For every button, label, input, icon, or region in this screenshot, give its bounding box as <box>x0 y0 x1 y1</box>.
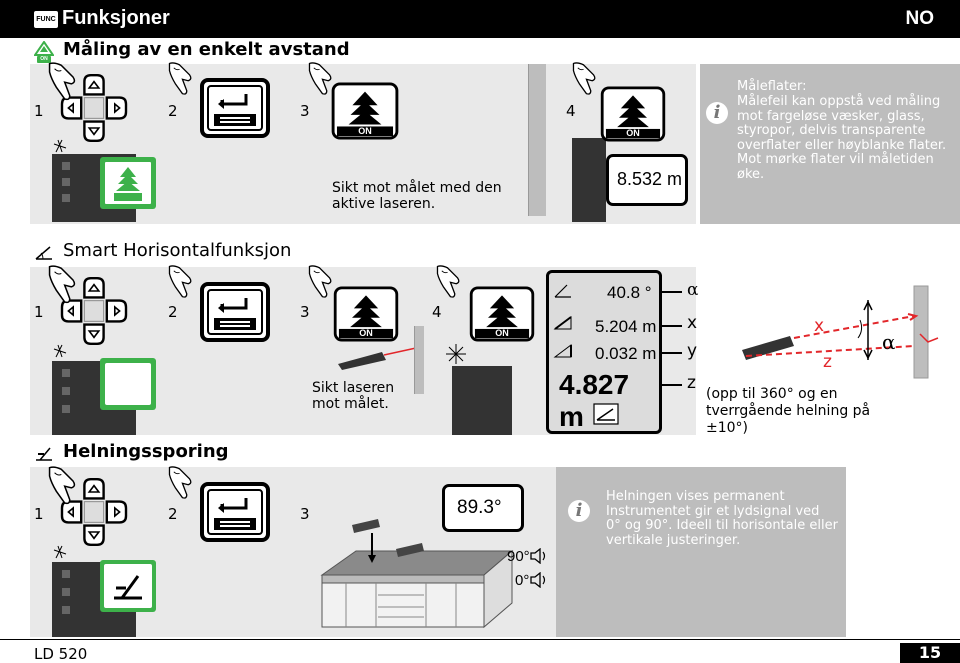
legend-alpha: α <box>687 280 699 300</box>
on-button-icon[interactable]: ON <box>598 86 668 142</box>
speaker-icon <box>530 571 548 589</box>
step-number: 1 <box>34 505 44 523</box>
device-body <box>572 138 606 222</box>
device-body <box>452 366 512 435</box>
footer-divider <box>0 639 960 640</box>
section-title-tilt-tracking: Helningssporing <box>63 441 229 462</box>
hand-icon <box>166 265 196 301</box>
header-bar <box>0 0 960 38</box>
step-number: 4 <box>566 102 576 120</box>
diagram-label-alpha: α <box>882 330 896 354</box>
wall-target <box>528 64 546 216</box>
leader-line <box>660 325 682 327</box>
angle-reading: 40.8 ° <box>607 283 652 302</box>
horizontal-mode-icon <box>593 403 619 425</box>
step3-caption: Sikt laseren mot målet. <box>312 380 395 412</box>
step-number: 3 <box>300 303 310 321</box>
info-body: Helningen vises permanent Instrumentet g… <box>606 489 838 548</box>
tilt-display: 89.3° <box>442 484 524 532</box>
info-panel <box>700 64 960 224</box>
diagram-label-z: z <box>823 352 832 372</box>
beep-0-label: 0° <box>515 572 530 589</box>
step-number: 2 <box>168 505 178 523</box>
wall-target <box>414 326 424 394</box>
page-number: 15 <box>900 643 960 663</box>
beep-90-label: 90° <box>507 548 530 565</box>
on-button-icon[interactable]: ON <box>468 286 536 342</box>
leader-line <box>660 291 682 293</box>
legend-y: y <box>687 341 698 361</box>
legend-x: x <box>687 313 698 333</box>
step-number: 3 <box>300 505 310 523</box>
step-number: 2 <box>168 102 178 120</box>
language-label: NO <box>905 8 935 29</box>
green-on-button[interactable] <box>100 157 156 209</box>
menu-button-icon[interactable] <box>200 482 270 542</box>
leader-line <box>660 384 682 386</box>
step3-caption: Sikt mot målet med den aktive laseren. <box>332 180 502 212</box>
hand-icon <box>166 466 196 502</box>
hypotenuse-icon <box>553 316 572 330</box>
diagram-label-x: x <box>814 316 825 336</box>
on-triangle-icon: ON <box>33 40 55 63</box>
legend-z: z <box>687 373 696 393</box>
speaker-icon <box>530 547 548 565</box>
tilt-symbol-icon <box>114 575 142 600</box>
step-number: 4 <box>432 303 442 321</box>
step-number: 3 <box>300 102 310 120</box>
tilt-reading: 89.3° <box>457 497 502 518</box>
section-title-single-distance: Måling av en enkelt avstand <box>63 39 350 60</box>
info-icon: i <box>706 102 728 124</box>
smart-horizontal-icon <box>34 243 54 261</box>
menu-button-icon[interactable] <box>200 78 270 138</box>
x-reading: 5.204 m <box>595 317 657 336</box>
on-button-icon[interactable]: ON <box>332 286 400 342</box>
leader-line <box>660 352 682 354</box>
cabinet-illustration <box>316 505 514 633</box>
hand-icon <box>434 265 464 301</box>
page-title: Funksjoner <box>62 7 170 29</box>
step-number: 2 <box>168 303 178 321</box>
on-button-icon[interactable]: ON <box>330 82 400 140</box>
info-body: Målefeil kan oppstå ved måling mot farge… <box>737 94 947 182</box>
info-panel <box>556 467 846 637</box>
y-reading: 0.032 m <box>595 344 657 363</box>
laser-burst-icon <box>446 344 466 364</box>
func-badge: FUNC <box>34 11 58 28</box>
distance-reading: 8.532 m <box>617 169 683 189</box>
step-number: 1 <box>34 303 44 321</box>
on-button-label: ON <box>359 328 373 338</box>
menu-button-icon[interactable] <box>200 282 270 342</box>
on-button-label: ON <box>626 128 640 138</box>
tilt-range-note: (opp til 360° og en tverrgående helning … <box>706 386 871 436</box>
on-triangle-icon-label: ON <box>40 56 48 62</box>
tilt-tracking-icon <box>34 444 54 462</box>
angle-icon <box>554 284 571 298</box>
step-number: 1 <box>34 102 44 120</box>
height-icon <box>553 344 572 358</box>
info-icon: i <box>568 500 590 522</box>
angle-diagram <box>738 280 960 380</box>
display-bubble: 8.532 m <box>606 154 688 206</box>
green-tilt-button[interactable] <box>100 560 156 612</box>
section-title-smart-horizontal: Smart Horisontalfunksjon <box>63 240 292 261</box>
footer-model: LD 520 <box>34 645 88 663</box>
on-button-label: ON <box>358 126 372 136</box>
on-symbol-icon <box>114 167 142 201</box>
hand-icon <box>570 62 600 98</box>
on-button-label: ON <box>495 328 509 338</box>
z-reading: 4.827 m <box>559 369 630 432</box>
info-heading: Måleflater: <box>737 79 807 94</box>
tilted-device-laser <box>336 340 426 370</box>
display-screen: 40.8 ° 5.204 m 0.032 m 4.827 m <box>546 270 662 434</box>
hand-icon <box>166 62 196 98</box>
green-empty-button[interactable] <box>100 358 156 410</box>
